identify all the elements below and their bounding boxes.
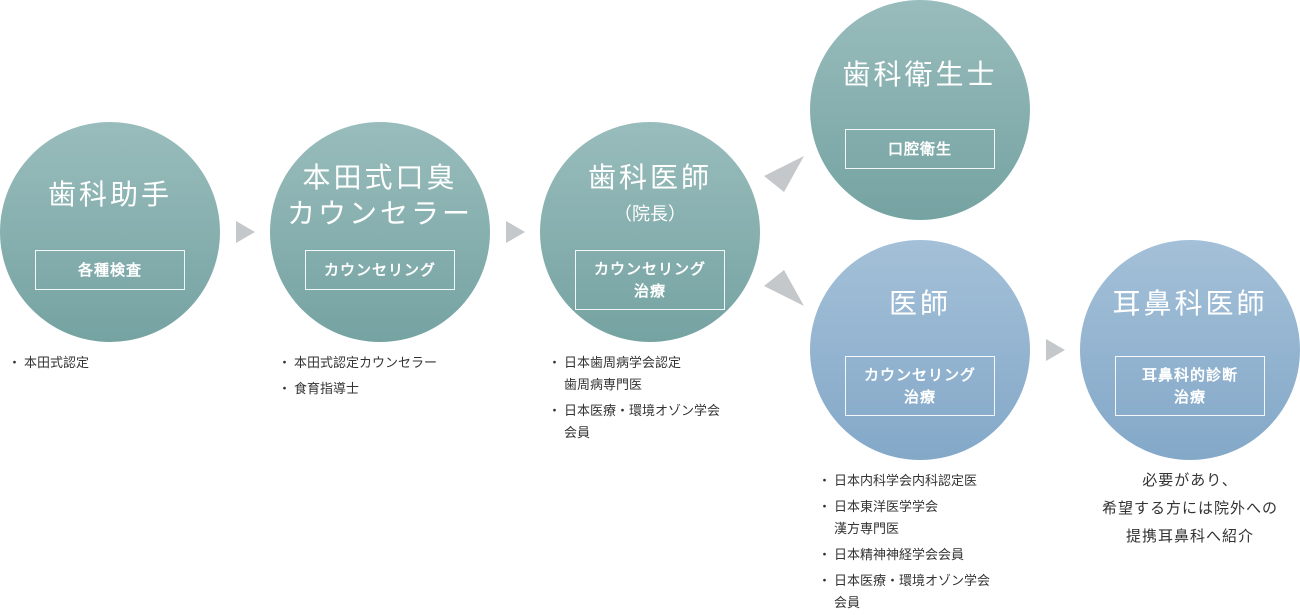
qualification-item: ・日本医療・環境オゾン学会 会員 [548, 404, 721, 441]
role-box: カウンセリング 治療 [575, 250, 725, 310]
qualification-list: ・日本内科学会内科認定医 ・日本東洋医学学会 漢方専門医 ・日本精神神経学会会員… [810, 471, 990, 615]
qualification-list: ・本田式認定カウンセラー ・食育指導士 [270, 353, 437, 401]
role-box: 口腔衛生 [845, 129, 995, 169]
node-title: 本田式口臭 カウンセラー [286, 161, 473, 230]
node-dentist-director: 歯科医師 （院長） カウンセリング 治療 [540, 122, 760, 342]
qualification-item: ・本田式認定 [8, 356, 90, 371]
flow-arrow-up-right [764, 156, 804, 192]
flow-arrow-right [236, 221, 255, 243]
qualification-item: ・日本歯周病学会認定 歯周病専門医 [548, 356, 682, 393]
node-dental-hygienist: 歯科衛生士 口腔衛生 [810, 0, 1030, 220]
qualification-item: ・本田式認定カウンセラー [278, 356, 438, 371]
node-subtitle: （院長） [614, 204, 686, 225]
qualification-item: ・日本医療・環境オゾン学会 会員 [818, 574, 991, 611]
node-title: 耳鼻科医師 [1112, 287, 1268, 320]
node-title: 歯科衛生士 [842, 58, 998, 91]
referral-note: 必要があり、 希望する方には院外への 提携耳鼻科へ紹介 [1101, 471, 1278, 545]
qualification-item: ・日本精神神経学会会員 [818, 548, 965, 563]
node-dental-assistant: 歯科助手 各種検査 [0, 122, 220, 342]
qualification-item: ・食育指導士 [278, 382, 360, 397]
qualification-item: ・日本内科学会内科認定医 [818, 474, 978, 489]
qualification-list: ・日本歯周病学会認定 歯周病専門医 ・日本医療・環境オゾン学会 会員 [540, 353, 720, 445]
flow-arrow-down-right [764, 270, 804, 306]
node-title: 歯科助手 [47, 178, 172, 211]
flow-arrow-right [506, 221, 525, 243]
role-box: カウンセリング [305, 250, 455, 290]
qualification-list: ・本田式認定 [0, 353, 89, 375]
node-title: 医師 [888, 287, 951, 320]
flow-arrow-right [1046, 339, 1065, 361]
node-breath-counselor: 本田式口臭 カウンセラー カウンセリング [270, 122, 490, 342]
role-box: カウンセリング 治療 [845, 356, 995, 416]
role-box: 各種検査 [35, 250, 185, 290]
node-ent-doctor: 耳鼻科医師 耳鼻科的診断 治療 [1080, 240, 1300, 460]
node-physician: 医師 カウンセリング 治療 [810, 240, 1030, 460]
role-box: 耳鼻科的診断 治療 [1115, 356, 1265, 416]
qualification-item: ・日本東洋医学学会 漢方専門医 [818, 500, 939, 537]
node-title: 歯科医師 [587, 161, 712, 194]
